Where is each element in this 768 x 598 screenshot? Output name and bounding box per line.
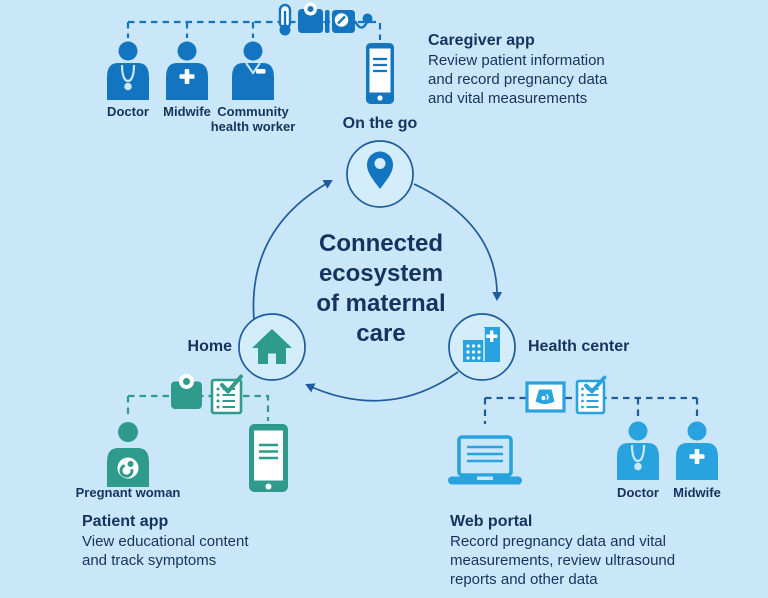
patient-phone-icon	[249, 424, 288, 492]
cycle-arrows	[252, 180, 503, 402]
midwife-label: Midwife	[163, 104, 211, 119]
home-icon	[252, 329, 292, 364]
arrow-health-center-to-home	[305, 371, 459, 402]
pregnant-woman-label: Pregnant woman	[75, 485, 181, 500]
arrow-home-to-on-the-go	[252, 180, 333, 321]
portal-checklist-icon	[575, 375, 607, 415]
patient-app-heading: Patient app	[82, 513, 169, 530]
caregiver-app-block: Caregiver app Review patient information…	[428, 32, 608, 107]
doctor-icon	[107, 41, 149, 100]
hospital-icon	[463, 327, 500, 362]
community-health-worker-label: Community health worker	[210, 104, 296, 134]
fetus-icon	[119, 461, 134, 478]
patient-checklist-icon	[210, 374, 243, 415]
badge-icon	[256, 69, 266, 74]
ultrasound-image-icon	[525, 381, 566, 413]
building-windows	[466, 344, 481, 360]
home-label: Home	[187, 338, 232, 355]
patient-scale-icon	[171, 374, 202, 409]
web-portal-block: Web portal Record pregnancy data and vit…	[450, 513, 676, 588]
location-pin-icon	[367, 151, 393, 189]
arrow-on-the-go-to-health-center	[413, 183, 503, 301]
weight-scale-icon	[298, 2, 323, 33]
portal-doctor-label: Doctor	[617, 485, 659, 500]
portal-doctor-icon	[617, 421, 659, 480]
home-node	[238, 313, 306, 381]
stethoscope-icon	[124, 82, 132, 91]
health-center-label: Health center	[528, 338, 630, 355]
stethoscope-icon	[634, 462, 642, 471]
checkmark-icon	[220, 374, 243, 394]
community-health-worker-icon	[232, 41, 274, 100]
portal-midwife-icon	[676, 421, 718, 480]
caregiver-branch-connector	[126, 20, 382, 40]
center-title: Connected ecosystem of maternal care	[316, 230, 446, 347]
midwife-icon	[166, 41, 208, 100]
pregnant-woman-icon	[107, 422, 149, 487]
doctor-label: Doctor	[107, 104, 149, 119]
patient-app-block: Patient app View educational content and…	[82, 513, 249, 569]
on-the-go-node	[346, 140, 414, 208]
thermometer-icon	[278, 3, 292, 36]
laptop-icon	[448, 435, 522, 485]
checkmark-icon	[584, 375, 607, 394]
caregiver-phone-icon	[366, 43, 394, 104]
web-portal-heading: Web portal	[450, 513, 533, 530]
on-the-go-label: On the go	[342, 115, 418, 132]
health-center-node	[448, 313, 516, 381]
blood-pressure-monitor-icon	[325, 10, 373, 33]
portal-midwife-label: Midwife	[673, 485, 721, 500]
caregiver-app-heading: Caregiver app	[428, 32, 535, 49]
